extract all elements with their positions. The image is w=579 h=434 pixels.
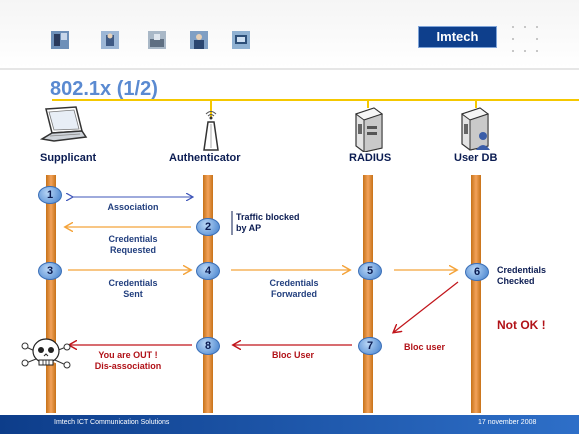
supplicant-label: Supplicant [40, 152, 97, 164]
step-8-bubble: 8 [196, 337, 220, 355]
authenticator-label: Authenticator [169, 152, 241, 164]
bloc-user-radius-label: Bloc user [404, 342, 446, 352]
credentials-forwarded-line-2: Forwarded [270, 289, 317, 299]
association-label: Association [107, 202, 159, 212]
imtech-logo: Imtech [418, 26, 497, 48]
photo-thumbnail-icon [148, 31, 166, 49]
footer-company: Imtech ICT Communication Solutions [54, 419, 170, 426]
bloc-user-authenticator-label: Bloc User [271, 350, 315, 360]
access-point-icon [203, 111, 219, 151]
step-5-bubble: 5 [358, 262, 382, 280]
credentials-checked-label: Credentials Checked [497, 265, 567, 287]
logo-dots-decoration [512, 26, 538, 52]
footer-bar: Imtech ICT Communication Solutions 17 no… [0, 415, 579, 434]
database-user-icon [460, 107, 490, 151]
slide-title: 802.1x (1/2) [50, 78, 158, 100]
credentials-requested-line-1: Credentials [108, 234, 158, 244]
userdb-lifeline [471, 175, 481, 413]
disassociation-label: You are OUT ! Dis-association [78, 350, 178, 372]
photo-thumbnail-icon [232, 31, 250, 49]
credentials-checked-line-2: Checked [497, 276, 535, 286]
step-1-bubble: 1 [38, 186, 62, 204]
credentials-sent-line-1: Credentials [108, 278, 158, 288]
not-ok-label: Not OK ! [497, 318, 546, 332]
header-divider [0, 68, 579, 70]
credentials-sent-label: Credentials Sent [90, 278, 176, 300]
credentials-sent-line-2: Sent [123, 289, 143, 299]
footer-date: 17 november 2008 [478, 419, 537, 426]
photo-thumbnail-icon [51, 31, 69, 49]
credentials-requested-label: Credentials Requested [90, 234, 176, 256]
disassociation-line-1: You are OUT ! [98, 350, 158, 360]
traffic-blocked-line-1: Traffic blocked [236, 212, 300, 222]
traffic-blocked-line-2: by AP [236, 223, 262, 233]
photo-thumbnail-icon [101, 31, 119, 49]
skull-crossbones-icon [21, 338, 71, 369]
step-2-bubble: 2 [196, 218, 220, 236]
header-banner: Imtech [0, 0, 579, 68]
step-7-bubble: 7 [358, 337, 382, 355]
traffic-blocked-bar [231, 211, 233, 235]
radius-lifeline [363, 175, 373, 413]
authenticator-lifeline [203, 175, 213, 413]
radius-label: RADIUS [349, 152, 392, 164]
traffic-blocked-label: Traffic blocked by AP [236, 212, 316, 234]
userdb-label: User DB [454, 152, 498, 164]
credentials-checked-line-1: Credentials [497, 265, 547, 275]
laptop-icon [39, 106, 88, 142]
server-icon [354, 107, 384, 152]
step-3-bubble: 3 [38, 262, 62, 280]
credentials-forwarded-label: Credentials Forwarded [252, 278, 336, 300]
step-6-bubble: 6 [465, 263, 489, 281]
credentials-forwarded-line-1: Credentials [269, 278, 319, 288]
photo-thumbnail-icon [190, 31, 208, 49]
credentials-requested-line-2: Requested [109, 245, 156, 255]
db-reject-arrow [394, 281, 459, 332]
disassociation-line-2: Dis-association [94, 361, 162, 371]
step-4-bubble: 4 [196, 262, 220, 280]
supplicant-lifeline [46, 175, 56, 413]
